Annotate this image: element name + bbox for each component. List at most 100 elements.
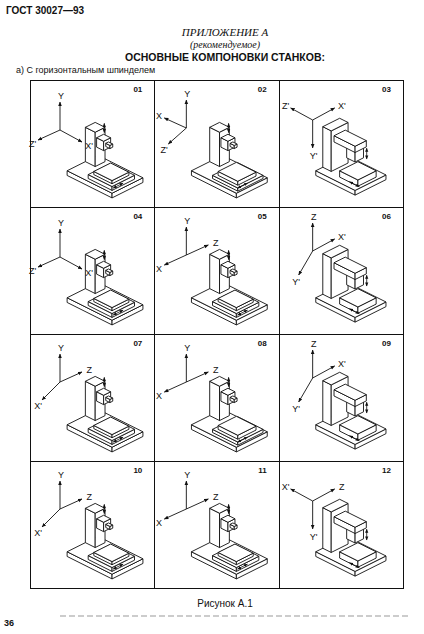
- machine-face: [97, 515, 111, 522]
- axis-arrow: [60, 257, 82, 269]
- machine-face: [85, 254, 95, 293]
- axis-arrow: [60, 372, 82, 382]
- layout-cell: 11YXZ: [154, 461, 279, 589]
- axis-arrow: [312, 501, 313, 529]
- machine-face: [334, 257, 366, 273]
- axis-arrow: [186, 100, 187, 128]
- machine-face: [85, 249, 105, 259]
- machine-sketch: [67, 376, 143, 452]
- axis-triad: [291, 108, 335, 148]
- machine-part: [210, 503, 230, 547]
- axis-arrow: [186, 499, 208, 509]
- axis-letter: X': [282, 482, 290, 491]
- axis-arrow: [164, 509, 186, 519]
- axis-letter: X: [156, 112, 162, 121]
- axis-arrow: [312, 120, 313, 148]
- machine-part: [230, 523, 237, 530]
- axis-letter: Z: [339, 482, 345, 491]
- machine-face: [323, 118, 348, 131]
- scan-rule: [60, 616, 410, 617]
- machine-face: [221, 134, 235, 141]
- machine-sketches: [67, 118, 386, 579]
- subsection-label: а) С горизонтальным шпинделем: [16, 65, 155, 75]
- axis-arrow: [299, 251, 313, 275]
- machine-face: [213, 544, 259, 567]
- motion-arrow: [366, 275, 367, 286]
- layout-number: 07: [133, 339, 142, 348]
- machine-face: [213, 163, 264, 188]
- layout-number: 08: [258, 339, 267, 348]
- layout-cell: 05YXZ: [154, 207, 279, 335]
- axis-letter: Y: [58, 219, 64, 228]
- axis-letter: Z': [160, 145, 167, 154]
- axis-arrow: [291, 108, 313, 120]
- axis-letter: X: [156, 264, 162, 273]
- machine-part: [230, 142, 237, 149]
- machine-face: [106, 142, 113, 146]
- machine-part: [94, 163, 129, 184]
- motion-arrow: [238, 437, 248, 442]
- axis-letter: Z: [311, 340, 317, 349]
- motion-arrow: [228, 504, 229, 513]
- axis-arrow: [42, 509, 60, 527]
- machine-face: [210, 508, 220, 547]
- axis-triad: [291, 489, 335, 529]
- layout-number: 11: [258, 466, 266, 475]
- machine-part: [106, 142, 113, 149]
- machine-face: [85, 122, 105, 132]
- machine-face: [210, 249, 230, 259]
- machine-part: [213, 544, 259, 571]
- machine-part: [85, 503, 105, 547]
- machine-sketch: [191, 376, 267, 452]
- appendix-status: (рекомендуемое): [190, 39, 260, 50]
- axis-letter: X': [338, 101, 346, 110]
- machine-face: [106, 269, 113, 273]
- machine-face: [88, 417, 134, 440]
- machine-face: [97, 261, 111, 268]
- machine-part: [230, 269, 237, 276]
- machine-part: [340, 543, 377, 567]
- axis-arrow: [312, 350, 313, 378]
- machine-face: [106, 523, 113, 527]
- machine-face: [85, 127, 95, 166]
- motion-arrow: [366, 402, 367, 413]
- machine-face: [210, 381, 220, 420]
- axis-letter: Z: [87, 366, 93, 375]
- layout-cell: 07YZX': [30, 334, 155, 462]
- layout-number: 05: [258, 212, 267, 221]
- axis-letter: Z: [213, 239, 219, 248]
- motion-arrow: [228, 250, 229, 259]
- machine-sketch: [316, 372, 386, 449]
- axis-triad: [164, 481, 208, 519]
- axis-triad: [38, 102, 82, 142]
- machine-face: [210, 127, 220, 166]
- axis-arrow: [313, 108, 335, 120]
- axis-triad: [299, 223, 335, 275]
- axis-letter: Z: [213, 366, 219, 375]
- machine-face: [323, 381, 331, 426]
- machine-sketch: [67, 249, 143, 325]
- layout-number: 02: [258, 85, 267, 94]
- axis-arrow: [38, 257, 60, 267]
- axis-letter: Z: [213, 493, 219, 502]
- machine-face: [85, 376, 105, 386]
- axis-letter: Y: [184, 344, 190, 353]
- motion-arrow: [113, 437, 123, 442]
- machine-part: [106, 523, 113, 530]
- machine-part: [94, 544, 129, 565]
- axis-triad: [164, 100, 186, 144]
- axis-arrow: [186, 245, 208, 255]
- layout-cell: 10YZX': [30, 461, 155, 589]
- motion-arrow: [238, 564, 248, 569]
- motion-arrow: [104, 250, 105, 259]
- axis-triad: [164, 227, 208, 265]
- machine-part: [218, 544, 253, 565]
- axis-letter: Y: [58, 471, 64, 480]
- machine-part: [334, 130, 366, 152]
- machine-face: [221, 515, 235, 522]
- axis-arrow: [186, 354, 187, 382]
- machine-face: [340, 289, 377, 307]
- axis-arrow: [60, 229, 61, 257]
- machine-face: [88, 163, 134, 186]
- layout-cell: 06ZX'Y': [279, 207, 404, 335]
